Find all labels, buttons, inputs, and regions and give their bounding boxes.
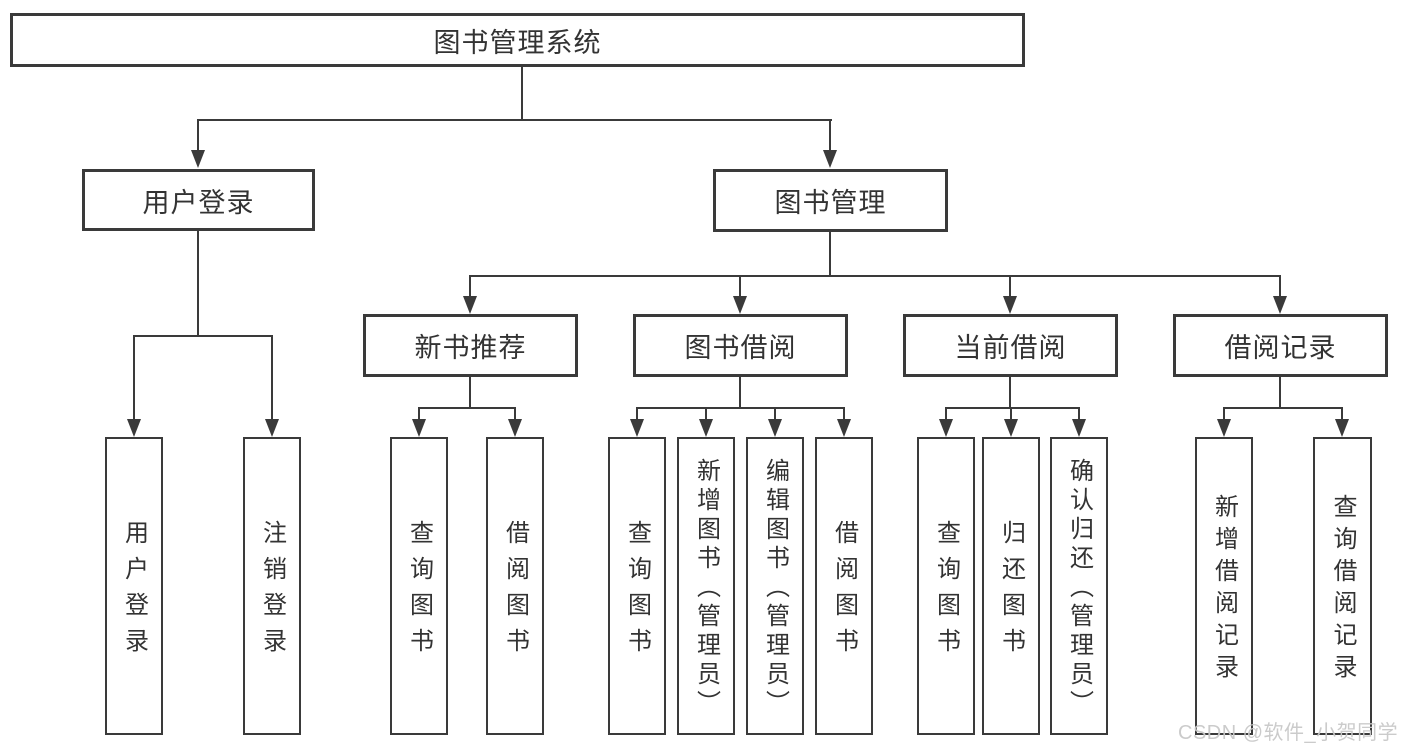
node-book-borrow: 图书借阅 bbox=[633, 314, 848, 377]
edge-segment bbox=[271, 335, 273, 419]
leaf-query-books-recommend-label: 查询图书 bbox=[405, 520, 433, 664]
leaf-borrow-books-recommend: 借阅图书 bbox=[486, 437, 544, 735]
edge-segment bbox=[469, 377, 471, 407]
edge-segment bbox=[1279, 275, 1281, 296]
arrowhead bbox=[1273, 296, 1287, 314]
edge-segment bbox=[739, 275, 741, 296]
edge-segment bbox=[739, 377, 741, 407]
leaf-query-books-recommend: 查询图书 bbox=[390, 437, 448, 735]
arrowhead bbox=[630, 419, 644, 437]
edge-segment bbox=[418, 407, 516, 409]
arrowhead bbox=[1217, 419, 1231, 437]
edge-segment bbox=[1223, 407, 1343, 409]
node-new-book-recommend-label: 新书推荐 bbox=[414, 333, 527, 363]
arrowhead bbox=[191, 150, 205, 168]
edge-segment bbox=[1078, 407, 1080, 419]
arrowhead bbox=[939, 419, 953, 437]
leaf-confirm-return-admin: 确认归还（管理员） bbox=[1050, 437, 1108, 735]
arrowhead bbox=[1072, 419, 1086, 437]
edge-segment bbox=[469, 275, 471, 296]
arrowhead bbox=[1335, 419, 1349, 437]
leaf-query-borrow-record-label: 查询借阅记录 bbox=[1329, 494, 1356, 686]
node-user-login: 用户登录 bbox=[82, 169, 315, 231]
edge-segment bbox=[829, 119, 831, 150]
node-book-borrow-label: 图书借阅 bbox=[684, 333, 797, 363]
edge-segment bbox=[1279, 377, 1281, 407]
leaf-user-login-label: 用户登录 bbox=[120, 520, 148, 664]
leaf-confirm-return-admin-label: 确认归还（管理员） bbox=[1065, 458, 1093, 719]
leaf-add-book-admin: 新增图书（管理员） bbox=[677, 437, 735, 735]
leaf-query-books-current-label: 查询图书 bbox=[932, 520, 960, 664]
leaf-query-books-current: 查询图书 bbox=[917, 437, 975, 735]
leaf-query-borrow-record: 查询借阅记录 bbox=[1313, 437, 1372, 735]
edge-segment bbox=[197, 119, 832, 121]
leaf-borrow-books-borrow: 借阅图书 bbox=[815, 437, 873, 735]
leaf-borrow-books-borrow-label: 借阅图书 bbox=[830, 520, 858, 664]
edge-segment bbox=[521, 66, 523, 119]
node-borrow-records: 借阅记录 bbox=[1173, 314, 1388, 377]
leaf-return-book: 归还图书 bbox=[982, 437, 1040, 735]
leaf-return-book-label: 归还图书 bbox=[997, 520, 1025, 664]
arrowhead bbox=[463, 296, 477, 314]
edge-segment bbox=[418, 407, 420, 419]
edge-segment bbox=[133, 335, 135, 419]
leaf-user-login: 用户登录 bbox=[105, 437, 163, 735]
arrowhead bbox=[127, 419, 141, 437]
arrowhead bbox=[699, 419, 713, 437]
edge-segment bbox=[1010, 407, 1012, 419]
node-root: 图书管理系统 bbox=[10, 13, 1025, 67]
edge-segment bbox=[843, 407, 845, 419]
node-current-borrow: 当前借阅 bbox=[903, 314, 1118, 377]
edge-segment bbox=[774, 407, 776, 419]
edge-segment bbox=[1341, 407, 1343, 419]
node-root-label: 图书管理系统 bbox=[433, 27, 602, 58]
arrowhead bbox=[1004, 419, 1018, 437]
arrowhead bbox=[823, 150, 837, 168]
watermark: CSDN @软件_小贺同学 bbox=[1178, 722, 1399, 744]
edge-segment bbox=[1009, 377, 1011, 407]
arrowhead bbox=[265, 419, 279, 437]
node-book-management-label: 图书管理 bbox=[774, 188, 887, 218]
node-current-borrow-label: 当前借阅 bbox=[954, 333, 1067, 363]
arrowhead bbox=[412, 419, 426, 437]
leaf-edit-book-admin: 编辑图书（管理员） bbox=[746, 437, 804, 735]
leaf-edit-book-admin-label: 编辑图书（管理员） bbox=[761, 458, 789, 719]
leaf-query-books-borrow-label: 查询图书 bbox=[623, 520, 651, 664]
node-new-book-recommend: 新书推荐 bbox=[363, 314, 578, 377]
edge-segment bbox=[945, 407, 947, 419]
edge-segment bbox=[636, 407, 845, 409]
edge-segment bbox=[133, 335, 273, 337]
leaf-borrow-books-recommend-label: 借阅图书 bbox=[501, 520, 529, 664]
leaf-logout: 注销登录 bbox=[243, 437, 301, 735]
node-user-login-label: 用户登录 bbox=[142, 187, 255, 218]
edge-segment bbox=[636, 407, 638, 419]
edge-segment bbox=[197, 231, 199, 335]
edge-segment bbox=[469, 275, 1281, 277]
edge-segment bbox=[514, 407, 516, 419]
leaf-add-borrow-record: 新增借阅记录 bbox=[1195, 437, 1253, 735]
edge-segment bbox=[1009, 275, 1011, 296]
leaf-add-book-admin-label: 新增图书（管理员） bbox=[692, 458, 720, 719]
edge-segment bbox=[705, 407, 707, 419]
node-borrow-records-label: 借阅记录 bbox=[1224, 333, 1337, 363]
leaf-add-borrow-record-label: 新增借阅记录 bbox=[1210, 494, 1238, 686]
arrowhead bbox=[837, 419, 851, 437]
leaf-query-books-borrow: 查询图书 bbox=[608, 437, 666, 735]
arrowhead bbox=[508, 419, 522, 437]
leaf-logout-label: 注销登录 bbox=[258, 520, 286, 664]
edge-segment bbox=[829, 232, 831, 275]
edge-segment bbox=[945, 407, 1080, 409]
edge-segment bbox=[197, 119, 199, 150]
arrowhead bbox=[733, 296, 747, 314]
arrowhead bbox=[1003, 296, 1017, 314]
arrowhead bbox=[768, 419, 782, 437]
edge-segment bbox=[1223, 407, 1225, 419]
node-book-management: 图书管理 bbox=[713, 169, 948, 232]
